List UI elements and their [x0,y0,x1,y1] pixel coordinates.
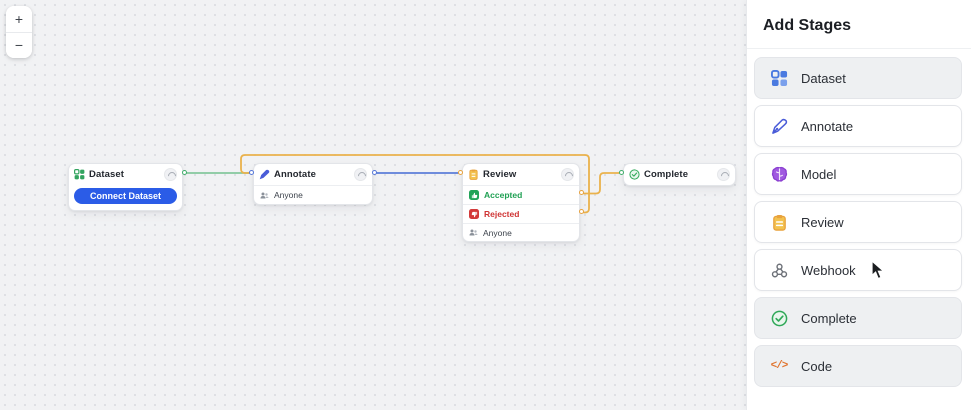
node-complete[interactable]: Complete [619,163,736,186]
assignee-label: Anyone [274,190,303,200]
divider [747,48,971,49]
panel-title: Add Stages [763,17,852,34]
connect-dataset-button[interactable]: Connect Dataset [74,188,177,204]
stage-label: Model [801,166,837,182]
thumbs-down-icon [469,209,479,219]
stage-item-dataset[interactable]: Dataset [754,57,962,99]
annotate-assignee-row: Anyone [254,185,372,204]
dataset-output-port[interactable] [181,170,187,175]
node-review-header: Review [463,164,579,185]
stage-label: Webhook [801,262,856,278]
node-dataset-header: Dataset [69,164,182,185]
clipboard-icon [770,213,788,231]
collapse-icon[interactable] [561,168,574,181]
stage-label: Dataset [801,70,846,86]
clipboard-icon [468,169,479,180]
stage-list: Dataset Annotate Model Review [747,49,971,395]
stage-item-annotate[interactable]: Annotate [754,105,962,147]
collapse-icon[interactable] [717,168,730,181]
node-title: Annotate [274,169,316,180]
node-title: Dataset [89,169,125,180]
dataset-grid-icon [770,69,788,87]
node-dataset-body: Connect Dataset [69,185,182,210]
add-stages-panel: Add Stages Dataset Annotate Model [746,0,971,410]
rejected-label: Rejected [484,209,520,219]
workflow-canvas[interactable]: + − Dataset Connect Dataset A [0,0,746,410]
review-assignee-row: Anyone [463,223,579,241]
people-icon [260,191,269,200]
stage-label: Code [801,358,833,374]
pen-icon [770,117,788,135]
node-annotate-header: Annotate [254,164,372,185]
zoom-out-button[interactable]: − [6,32,32,58]
accepted-label: Accepted [484,190,523,200]
stage-item-code[interactable]: </> Code [754,345,962,387]
node-dataset[interactable]: Dataset Connect Dataset [68,163,187,211]
assignee-label: Anyone [483,227,512,238]
edge-rejected-annotate-loop [240,154,590,214]
stage-item-model[interactable]: Model [754,153,962,195]
pen-icon [259,169,270,180]
stage-label: Annotate [801,118,854,134]
node-title: Complete [644,169,689,180]
brain-icon [770,165,788,183]
dataset-grid-icon [74,169,85,180]
zoom-in-button[interactable]: + [6,6,32,33]
node-annotate[interactable]: Annotate Anyone [249,163,377,205]
zoom-controls: + − [6,6,32,58]
complete-input-port[interactable] [619,170,625,175]
node-title: Review [483,169,517,180]
check-circle-icon [629,169,640,180]
annotate-input-port[interactable] [249,170,255,175]
collapse-icon[interactable] [354,168,367,181]
edge-accepted-complete [583,172,620,195]
webhook-icon [770,261,788,279]
node-review[interactable]: Review Accepted Rejected Anyone [458,163,584,242]
review-rejected-output-port[interactable] [578,209,584,214]
code-icon: </> [770,360,789,372]
thumbs-up-icon [469,190,479,200]
review-input-port[interactable] [458,170,464,175]
people-icon [469,228,478,237]
node-complete-header: Complete [624,164,735,185]
stage-item-complete[interactable]: Complete [754,297,962,339]
stage-item-review[interactable]: Review [754,201,962,243]
review-accepted-output-port[interactable] [578,190,584,195]
stage-label: Complete [801,310,857,326]
collapse-icon[interactable] [164,168,177,181]
annotate-output-port[interactable] [371,170,377,175]
stage-item-webhook[interactable]: Webhook [754,249,962,291]
stage-label: Review [801,214,844,230]
review-accepted-row: Accepted [463,185,579,204]
check-circle-icon [770,309,788,327]
review-rejected-row: Rejected [463,204,579,223]
edge-layer [186,154,620,214]
